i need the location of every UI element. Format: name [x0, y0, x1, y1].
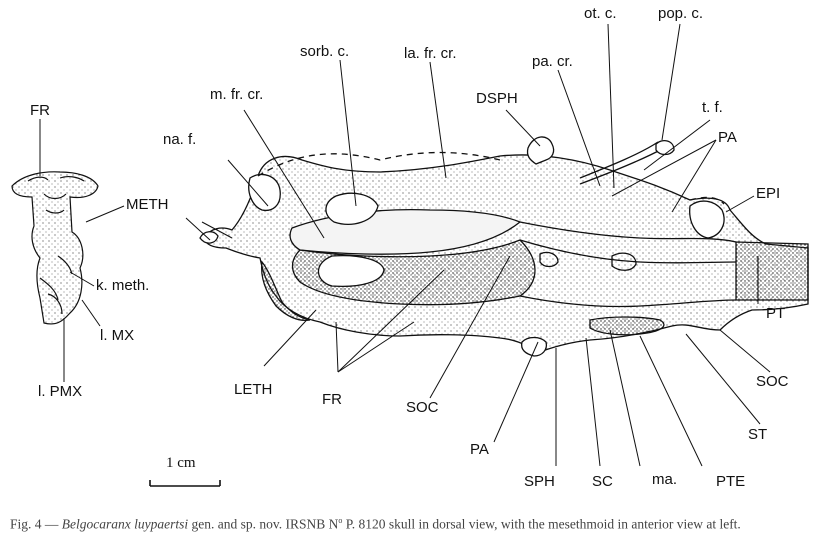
label-epi: EPI — [756, 185, 781, 202]
label-l-pmx: l. PMX — [38, 383, 83, 400]
label-pte: PTE — [716, 473, 746, 490]
label-l-mx: l. MX — [100, 327, 135, 344]
label-k-meth: k. meth. — [96, 277, 150, 294]
caption-middle: gen. and sp. nov. IRSNB N — [188, 516, 339, 532]
label-pa-top: PA — [718, 129, 737, 146]
label-sc: SC — [592, 473, 613, 490]
label-ma: ma. — [652, 471, 678, 488]
mesethmoid-anterior-view — [11, 171, 99, 325]
label-na-f: na. f. — [163, 131, 197, 148]
label-st: ST — [748, 426, 768, 443]
label-meth: METH — [126, 196, 169, 213]
scale-bar — [149, 480, 221, 487]
label-pt: PT — [766, 305, 786, 322]
label-sorb-c: sorb. c. — [300, 43, 350, 60]
label-t-f: t. f. — [702, 99, 723, 116]
label-soc-bottom: SOC — [406, 399, 439, 416]
label-pa-cr: pa. cr. — [532, 53, 573, 70]
label-fr-left: FR — [30, 102, 50, 119]
label-leth: LETH — [234, 381, 273, 398]
skull-dorsal-view — [199, 136, 809, 357]
label-fr-bottom: FR — [322, 391, 342, 408]
label-dsph: DSPH — [476, 90, 518, 107]
scale-bar-label: 1 cm — [166, 455, 196, 471]
caption-species: Belgocaranx luypaertsi — [61, 516, 189, 532]
label-m-fr-cr: m. fr. cr. — [210, 86, 264, 103]
label-pop-c: pop. c. — [658, 5, 704, 22]
leader-lines — [39, 23, 771, 467]
label-sph: SPH — [524, 473, 555, 490]
caption-prefix: Fig. 4 — — [10, 516, 62, 532]
label-soc-right: SOC — [756, 373, 789, 390]
figure-caption: Fig. 4 — Belgocaranx luypaertsi gen. and… — [10, 512, 810, 533]
label-la-fr-cr: la. fr. cr. — [404, 45, 457, 62]
label-ot-c: ot. c. — [584, 5, 617, 22]
caption-superscript: o — [338, 516, 343, 525]
label-pa-bottom: PA — [470, 441, 489, 458]
caption-suffix: P. 8120 skull in dorsal view, with the m… — [342, 516, 741, 532]
